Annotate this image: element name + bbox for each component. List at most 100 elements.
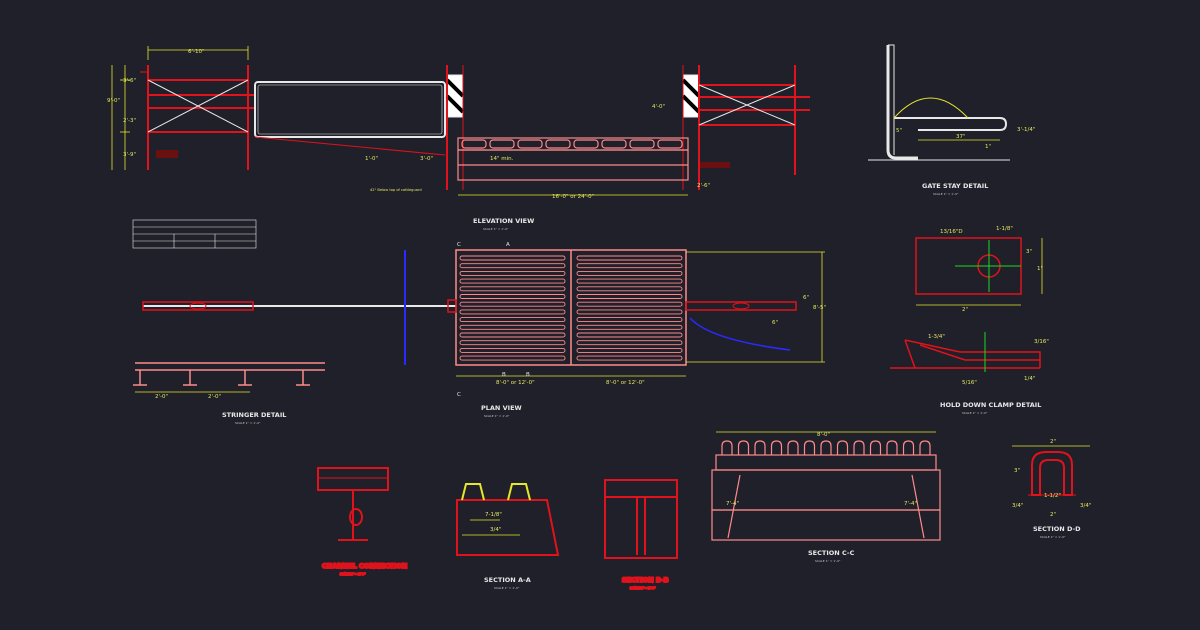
section-cc-bar-top [803, 440, 816, 455]
dim-hd-3: 1" [1037, 266, 1043, 272]
plan-scale: SCALE 1" = 1'-0" [484, 414, 510, 418]
plan-grid-bar [459, 332, 566, 338]
plan-grid-bar [576, 286, 683, 292]
dim-plan-6a: 6" [803, 295, 809, 301]
plan-view: 8'-5" 6" 6" 8'-0" or 12'-0" 8'-0" or 12'… [132, 219, 826, 418]
dim-sd-bot: 2" [1050, 512, 1056, 518]
cattleguard-deck-elevation [457, 137, 689, 181]
hold-down-clamp-detail: 13/16"D 1-1/8" 1" 3" 2" 1-3/4" 3/16" 5/1… [890, 226, 1049, 415]
dim-top-width: 6'-10" [188, 49, 205, 55]
left-fence [140, 65, 255, 170]
plan-grid-bar [459, 309, 566, 315]
section-cc-bar-top [836, 440, 849, 455]
dim-sd-mid: 1-1/2" [1044, 493, 1061, 499]
plan-grid-bar [576, 255, 683, 261]
section-bb-title: SECTION B-B [622, 576, 669, 584]
elevation-scale: SCALE 1" = 1'-0" [483, 227, 509, 231]
channel-title: CHANNEL CONNECTION [322, 562, 407, 570]
plan-grid-bar [459, 270, 566, 276]
plan-grid-bar [459, 294, 566, 299]
dim-hd-7: 5/16" [962, 380, 977, 386]
section-dd: 2" 3" 1-1/2" 3/4" 3/4" 2" SECTION D-D SC… [1012, 439, 1091, 539]
hazard-post-left [445, 65, 465, 190]
gate-panel-left-inner [257, 84, 443, 135]
plan-grid-bar [576, 332, 683, 338]
dim-hd-13: 13/16"D [940, 229, 963, 235]
ground-hatch-right [700, 162, 730, 168]
dim-gs-3: 3'-1/4" [1017, 127, 1035, 133]
gate-panel-left [254, 81, 446, 138]
plan-grid-bar [576, 301, 683, 307]
plan-grid-bar [576, 340, 683, 346]
plan-grid-bar [576, 263, 683, 269]
dim-left-h1: 3'-6" [123, 78, 136, 84]
section-cc-bar-top [787, 440, 799, 455]
dim-sd-l: 3" [1014, 468, 1020, 474]
dim-hd-6: 3/16" [1034, 339, 1049, 345]
dim-span: 16'-0" or 24'-0" [552, 194, 594, 200]
section-bb: SECTION B-B SCALE 1" = 1'-0" [604, 479, 678, 591]
section-aa: 7-1/8" 3/4" SECTION A-A SCALE 1" = 1'-0" [456, 483, 560, 590]
section-bb-scale: SCALE 1" = 1'-0" [630, 586, 656, 590]
dim-gs-37: 37" [956, 134, 966, 140]
section-cc-bar-top [886, 440, 898, 455]
section-aa-title: SECTION A-A [484, 576, 531, 584]
stringer-detail: 2'-0" 2'-0" STRINGER DETAIL SCALE 1" = 1… [133, 362, 325, 425]
plan-grid-bar [459, 324, 566, 330]
ground-line-left [254, 136, 446, 156]
notes-table [132, 219, 257, 249]
dim-mid1: 1'-0" [365, 156, 378, 162]
plan-grid-bar [459, 355, 566, 361]
plan-grid-bar [576, 278, 683, 284]
callout-c-bottom: C [457, 392, 461, 398]
plan-grid-bar [576, 355, 683, 361]
hold-down-scale: SCALE 1" = 1'-0" [962, 411, 988, 415]
callout-a-top: A [506, 242, 510, 248]
hazard-post-right [681, 65, 701, 190]
dim-left-h3: 3'-9" [123, 152, 136, 158]
section-cc-title: SECTION C-C [808, 549, 855, 557]
section-cc-bar-top [902, 440, 915, 455]
dim-str-left: 2'-0" [155, 394, 168, 400]
section-cc-bar-top [770, 440, 783, 455]
section-cc-bar-top [737, 440, 750, 455]
plan-grid-bars [459, 255, 683, 361]
section-cc-scale: SCALE 1" = 1'-0" [815, 559, 841, 563]
callout-b-right: B [526, 372, 530, 378]
plan-grid-bar [459, 286, 566, 292]
left-fence-dims [111, 46, 249, 170]
dim-plan-h: 8'-5" [813, 305, 826, 311]
stringer-scale: SCALE 1" = 1'-0" [235, 421, 261, 425]
right-fence [698, 65, 810, 175]
dim-hd-8: 1/4" [1024, 376, 1035, 382]
plan-grid-bar [459, 263, 566, 269]
callout-b-left: B [502, 372, 506, 378]
dim-sa-1: 7-1/8" [485, 512, 502, 518]
plan-wing-left [142, 301, 254, 311]
section-cc-bar-top [853, 440, 865, 455]
dim-sd-a: 3/4" [1012, 503, 1023, 509]
callout-c-top: C [457, 242, 461, 248]
dim-rail-h: 4'-0" [652, 104, 665, 110]
section-cc-bar-tops [721, 440, 931, 455]
section-cc-bar-top [869, 440, 882, 455]
dim-plan-6b: 6" [772, 320, 778, 326]
elevation-title: ELEVATION VIEW [473, 217, 534, 225]
dim-plan-left: 8'-0" or 12'-0" [496, 380, 535, 386]
ground-hatch-left [156, 150, 178, 158]
plan-grid-bar [576, 317, 683, 323]
plan-wing-right [685, 301, 797, 311]
dim-hd-1: 1-1/8" [996, 226, 1013, 232]
elevation-view: 6'-10" 3'-6" 2'-3" 3'-9" 9'-0" [107, 46, 810, 231]
section-dd-scale: SCALE 1" = 1'-0" [1040, 535, 1066, 539]
elevation-note: 42" Below top of cattleguard [370, 188, 422, 192]
gate-stay-title: GATE STAY DETAIL [922, 182, 988, 190]
section-cc-bar-top [820, 440, 832, 455]
hold-down-title: HOLD DOWN CLAMP DETAIL [940, 401, 1041, 409]
dim-sc-top: 8'-0" [817, 432, 830, 438]
channel-scale: SCALE 1" = 1'-0" [340, 572, 366, 576]
plan-grid-bar [459, 255, 566, 261]
dim-plan-right: 8'-0" or 12'-0" [606, 380, 645, 386]
plan-grid-bar [576, 270, 683, 276]
plan-grid-bar [576, 324, 683, 330]
